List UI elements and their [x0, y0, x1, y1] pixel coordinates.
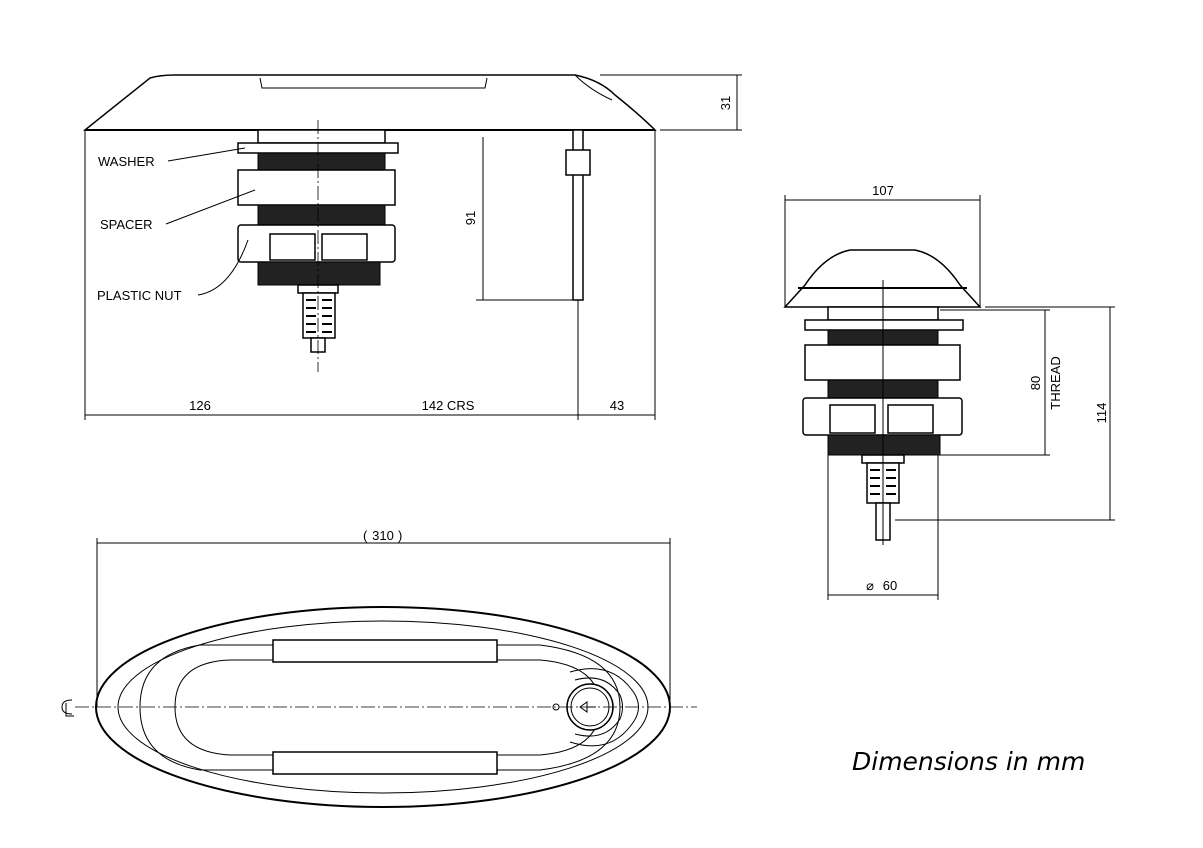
- dim-right-offset: 43: [610, 398, 624, 413]
- washer-label: WASHER: [98, 154, 155, 169]
- units-note: Dimensions in mm: [852, 747, 1085, 776]
- dim-overall-length: 310: [372, 528, 394, 543]
- push-button-cap: [783, 249, 982, 308]
- dim-left-offset: 126: [189, 398, 211, 413]
- spacer-label: SPACER: [100, 217, 153, 232]
- paren-close: ): [398, 528, 402, 543]
- threaded-rod: [565, 129, 591, 301]
- end-view: 107 80 THREAD 114 ⌀ 60: [783, 183, 1115, 600]
- spacer: [237, 169, 396, 206]
- dim-thread-diameter: 60: [883, 578, 897, 593]
- plastic-nut: [237, 224, 396, 263]
- paren-open: (: [363, 528, 368, 543]
- thread-label: THREAD: [1048, 356, 1063, 409]
- dim-cap-width: 107: [872, 183, 894, 198]
- dim-centres: 142 CRS: [422, 398, 475, 413]
- dim-rod-length: 91: [463, 211, 478, 225]
- diameter-symbol: ⌀: [866, 578, 874, 593]
- cover-plate: [82, 74, 657, 131]
- centerline-symbol: [61, 699, 74, 717]
- plan-view: ( 310 ): [61, 528, 697, 808]
- dim-overall-length: 114: [1094, 403, 1109, 424]
- dim-thread-length: 80: [1028, 376, 1043, 390]
- side-view: WASHER SPACER PLASTIC NUT 31 91 126 142 …: [82, 74, 742, 420]
- dim-plate-height: 31: [718, 96, 733, 110]
- plastic-nut-label: PLASTIC NUT: [97, 288, 182, 303]
